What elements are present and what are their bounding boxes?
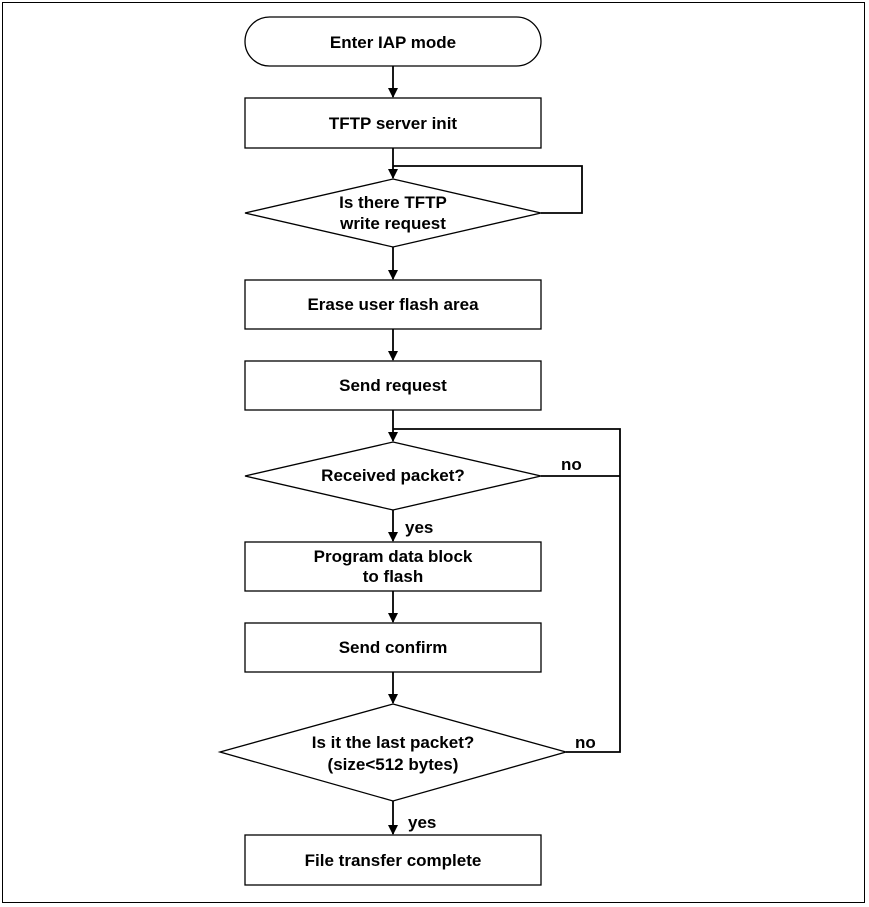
tftp-init-process: TFTP server init bbox=[244, 97, 542, 149]
received-yes-label: yes bbox=[405, 518, 433, 537]
write-request-decision: Is there TFTP write request bbox=[244, 178, 542, 248]
received-no-label: no bbox=[561, 455, 582, 474]
complete-process: File transfer complete bbox=[244, 834, 542, 886]
received-label: Received packet? bbox=[321, 466, 465, 485]
send-request-label: Send request bbox=[339, 376, 447, 395]
received-packet-decision: Received packet? bbox=[244, 441, 542, 511]
erase-flash-process: Erase user flash area bbox=[244, 279, 542, 330]
program-label-1: Program data block bbox=[314, 547, 473, 566]
erase-label: Erase user flash area bbox=[307, 295, 479, 314]
last-packet-decision: Is it the last packet? (size<512 bytes) bbox=[217, 703, 569, 802]
send-confirm-process: Send confirm bbox=[244, 622, 542, 673]
program-block-process: Program data block to flash bbox=[244, 541, 542, 592]
last-packet-label-2: (size<512 bytes) bbox=[328, 755, 459, 774]
last-packet-no-label: no bbox=[575, 733, 596, 752]
last-packet-yes-label: yes bbox=[408, 813, 436, 832]
send-request-process: Send request bbox=[244, 360, 542, 411]
last-packet-label-1: Is it the last packet? bbox=[312, 733, 475, 752]
write-request-label-1: Is there TFTP bbox=[339, 193, 447, 212]
loop-last-packet-no bbox=[393, 428, 621, 753]
program-label-2: to flash bbox=[363, 567, 423, 586]
start-terminator: Enter IAP mode bbox=[244, 16, 542, 67]
loop-write-request bbox=[393, 165, 583, 214]
tftp-init-label: TFTP server init bbox=[329, 114, 458, 133]
send-confirm-label: Send confirm bbox=[339, 638, 448, 657]
write-request-label-2: write request bbox=[339, 214, 446, 233]
complete-label: File transfer complete bbox=[305, 851, 482, 870]
start-label: Enter IAP mode bbox=[330, 33, 456, 52]
